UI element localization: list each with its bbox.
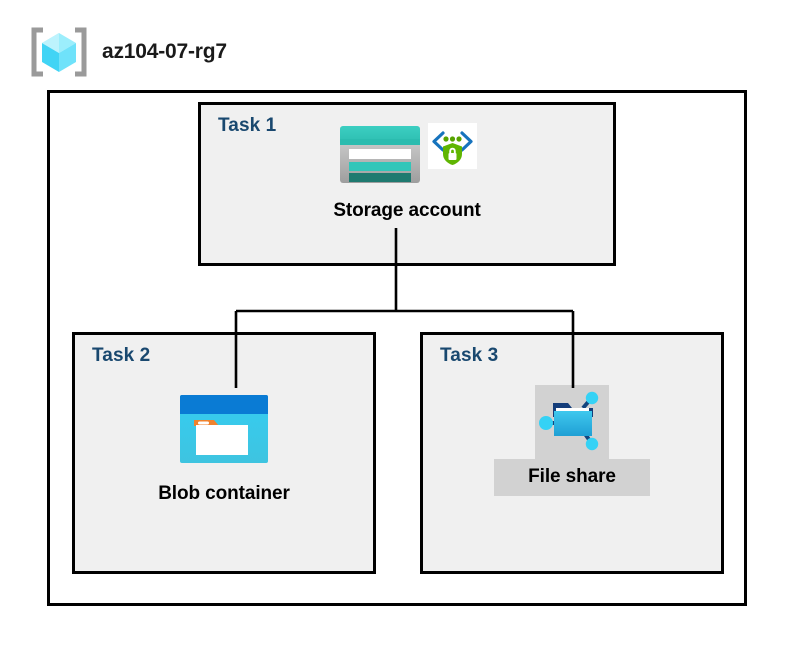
node-blob-container: Blob container [75, 392, 373, 505]
node-caption-storage-account: Storage account [333, 200, 481, 221]
task-label-task3: Task 3 [440, 345, 499, 366]
resource-group-cube-icon [30, 26, 88, 78]
node-storage-account: Storage account [201, 123, 613, 222]
node-file-share: File share [423, 385, 721, 496]
blob-container-icon [178, 392, 270, 471]
file-share-icon [537, 387, 607, 458]
security-shield-icon [427, 123, 477, 174]
node-caption-blob-container: Blob container [158, 483, 290, 504]
task-panel-task2: Task 2 [72, 332, 376, 574]
resource-group-header: az104-07-rg7 [30, 26, 227, 78]
file-share-caption-plate: File share [494, 459, 650, 496]
task-label-task2: Task 2 [92, 345, 151, 366]
task-panel-task3: Task 3 [420, 332, 724, 574]
resource-group-title: az104-07-rg7 [102, 40, 227, 63]
task-panel-task1: Task 1 [198, 102, 616, 266]
file-share-icon-plate [535, 385, 609, 459]
storage-icon-row [338, 123, 477, 191]
storage-account-icon [338, 123, 422, 191]
task-label-task1: Task 1 [218, 115, 277, 136]
node-caption-file-share: File share [528, 466, 616, 487]
